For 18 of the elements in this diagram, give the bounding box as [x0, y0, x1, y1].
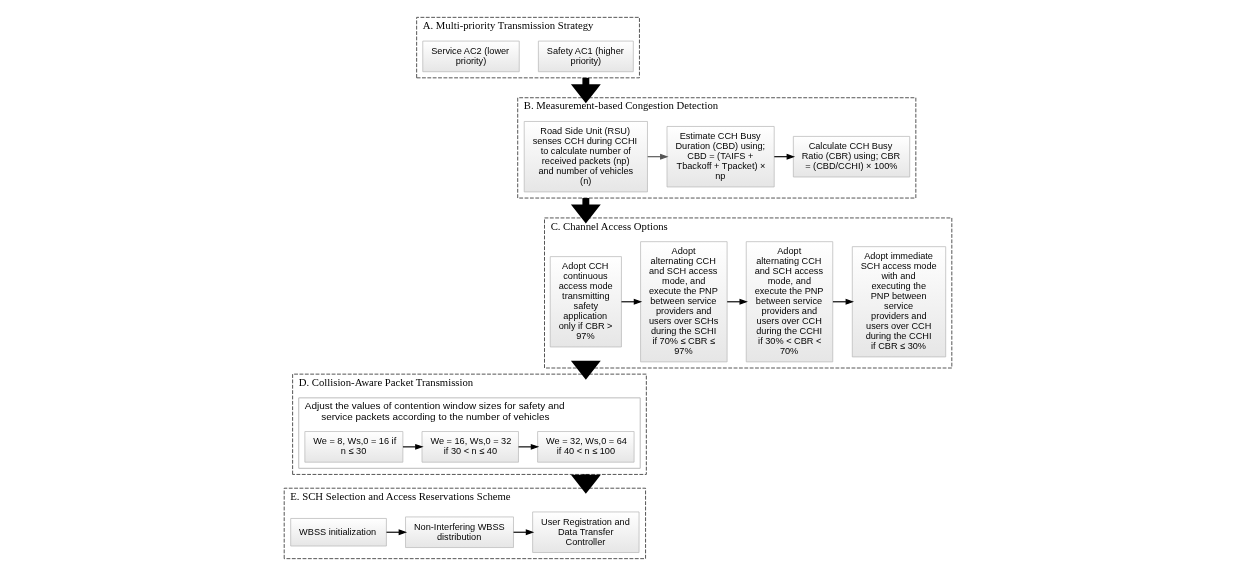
node-box: WBSS initialization: [289, 518, 387, 547]
arrow: [517, 443, 539, 450]
node-box: Adopt alternating CCH and SCH access mode, and execute the PNP between service providers and users over CCH during the CCHI if 30% < CBR < 70%: [745, 241, 833, 363]
node-box: Adopt immediate SCH access mode with and executing the PNP between service providers and users over CCH during the CCHI if CBR ≤ 30%: [851, 246, 946, 358]
node-box: Safety AC1 (higher priority): [537, 40, 634, 73]
node-box: We = 8, Ws,0 = 16 if n ≤ 30: [303, 431, 403, 463]
node-box: Calculate CCH Busy Ratio (CBR) using; CBR = (CBD/CCHI) × 100%: [792, 136, 910, 178]
node-box: Adopt CCH continuous access mode transmitting safety application only if CBR > 97%: [549, 256, 622, 348]
node-box: User Registration and Data Transfer Controller: [531, 511, 639, 553]
arrow: [570, 360, 601, 380]
node-box: Road Side Unit (RSU) senses CCH during CCHI to calculate number of received packets (np) and number of vehicles (n): [523, 121, 648, 193]
node-box: We = 32, Ws,0 = 64 if 40 < n ≤ 100: [536, 431, 634, 463]
arrow: [401, 443, 424, 450]
node-box: Non-Interfering WBSS distribution: [404, 516, 514, 548]
node-box: Adopt alternating CCH and SCH access mode, and execute the PNP between service providers and users over SCHs during the SCHI if 70% ≤ CBR ≤ 97%: [639, 241, 727, 363]
node-box: We = 16, Ws,0 = 32 if 30 < n ≤ 40: [421, 431, 519, 463]
node-box: Estimate CCH Busy Duration (CBD) using; CBD = (TAIFS + Tbackoff + Tpacket) × np: [666, 126, 775, 188]
node-box: Service AC2 (lower priority): [421, 40, 520, 73]
